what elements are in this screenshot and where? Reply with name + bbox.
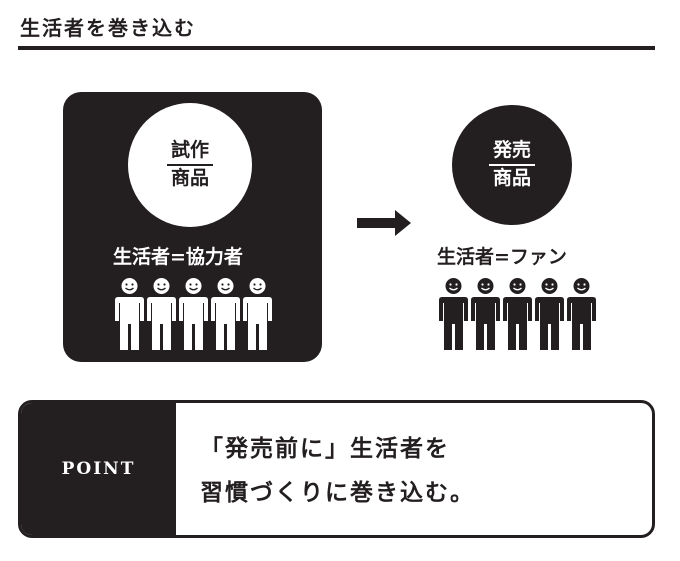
person-icon xyxy=(503,278,532,350)
release-circle: 発売 商品 xyxy=(452,105,572,225)
person-icon xyxy=(535,278,564,350)
prototype-circle: 試作 商品 xyxy=(128,103,252,227)
point-tag: POINT xyxy=(21,403,176,535)
person-icon xyxy=(471,278,500,350)
person-icon xyxy=(439,278,468,350)
person-icon xyxy=(567,278,596,350)
person-icon xyxy=(179,278,208,350)
title-underline xyxy=(18,46,655,50)
person-icon xyxy=(115,278,144,350)
point-line-1: 「発売前に」生活者を xyxy=(200,436,450,462)
release-circle-top: 発売 xyxy=(488,138,535,166)
point-text: 「発売前に」生活者を 習慣づくりに巻き込む。 xyxy=(176,403,475,535)
person-icon xyxy=(147,278,176,350)
person-icon xyxy=(211,278,240,350)
prototype-circle-top: 試作 xyxy=(166,138,213,166)
fan-people xyxy=(438,277,597,351)
point-box: POINT 「発売前に」生活者を 習慣づくりに巻き込む。 xyxy=(18,400,655,538)
release-circle-bottom: 商品 xyxy=(492,167,531,189)
collaborator-label: 生活者=協力者 xyxy=(113,246,243,268)
prototype-circle-bottom: 商品 xyxy=(170,167,209,189)
right-arrow-icon xyxy=(357,210,411,236)
section-title: 生活者を巻き込む xyxy=(20,16,196,40)
fan-label: 生活者=ファン xyxy=(437,246,567,268)
point-line-2: 習慣づくりに巻き込む。 xyxy=(200,480,475,506)
collaborator-people xyxy=(114,277,273,351)
person-icon xyxy=(243,278,272,350)
